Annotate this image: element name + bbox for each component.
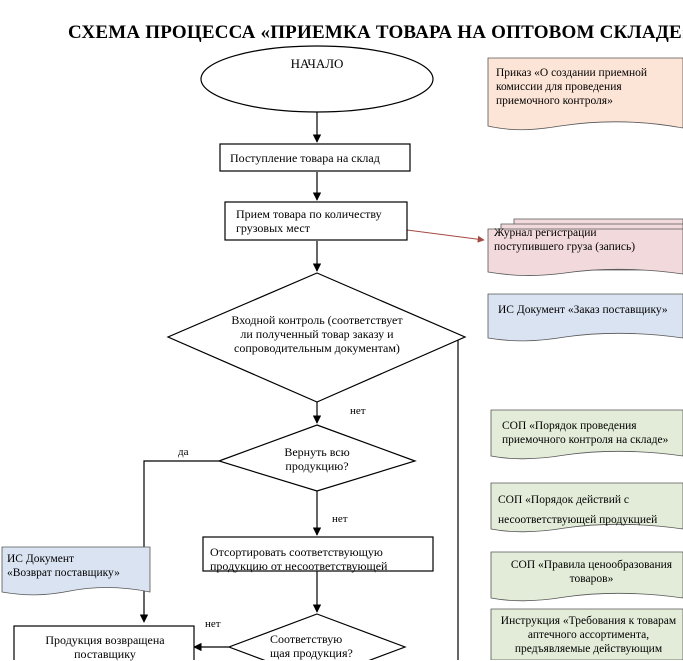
count-step [224,201,408,241]
returned-label-line2: поставщику [74,647,136,661]
doc-sop-pricing-shape [490,551,683,602]
conforming-label-line2: щая продукция? [270,646,353,660]
sort-label-line1: Отсортировать соответствующую [210,545,383,559]
control-label-line3: сопроводительным документам) [234,341,400,355]
doc-sop-pricing-line2: товаров» [569,573,614,585]
return-label-line2: продукцию? [285,459,349,473]
doc-sop-pricing-line1: СОП «Правила ценообразования [510,559,673,571]
receipt-step [219,143,411,172]
doc-sop-control-line2: приемочного контроля на складе» [502,434,669,446]
doc-is-return-text: ИС Документ «Возврат поставщику» [7,552,149,580]
doc-is-order-text: ИС Документ «Заказ поставщику» [498,303,683,317]
conforming-label: Соответствую щая продукция? [270,632,380,660]
conforming-decision [227,613,407,660]
doc-instruction-shape [490,608,683,660]
receipt-label: Поступление товара на склад [230,151,380,165]
returned-label: Продукция возвращена поставщику [20,633,190,661]
doc-is-return-line1: ИС Документ [7,553,75,565]
doc-order-text: Приказ «О создании приемной комиссии для… [496,66,681,108]
return-label-line1: Вернуть всю [284,445,350,459]
doc-order-line3: приемочного контроля» [496,95,613,107]
doc-sop-control-line1: СОП «Порядок проведения [502,420,637,432]
doc-instruction-line3: предъявляемые действующим [514,643,663,655]
doc-sop-nonconf-line2: несоответствующей продукцией [498,514,658,526]
doc-is-order-shape [487,293,683,342]
doc-order-line2: комиссии для проведения [496,81,622,93]
doc-journal-front [487,228,683,276]
diagram-title: СХЕМА ПРОЦЕССА «ПРИЕМКА ТОВАРА НА ОПТОВО… [68,22,683,43]
doc-is-order-line1: ИС Документ «Заказ поставщику» [498,304,668,316]
start-label: НАЧАЛО [290,56,344,71]
control-decision [166,272,467,403]
sort-label-line2: продукцию от несоответствующей [210,559,388,573]
doc-instruction-line2: аптечного ассортимента, [527,629,650,641]
start-node [200,45,434,113]
doc-journal-line2: поступившего груза (запись) [494,241,636,253]
doc-sop-nonconf-line1: СОП «Порядок действий с [498,494,630,506]
doc-instruction-line1: Инструкция «Требования к товарам [500,615,677,627]
return-decision [217,424,417,492]
returned-step [13,625,195,660]
doc-order-shape [487,57,683,131]
control-label-line2: ли полученный товар заказу и [240,327,394,341]
edge-count-journal [406,229,485,243]
return-yes-label: да [178,446,189,458]
doc-journal-text: Журнал регистрации поступившего груза (з… [494,226,683,254]
conforming-no-label: нет [205,618,221,630]
doc-sop-control-shape [490,409,683,460]
count-label-line2: грузовых мест [236,221,310,235]
doc-sop-pricing-text: СОП «Правила ценообразования товаров» [500,558,683,586]
count-label-line1: Прием товара по количеству [236,207,382,221]
doc-sop-nonconf-text: СОП «Порядок действий с несоответствующе… [498,490,683,530]
doc-order-line1: Приказ «О создании приемной [496,67,648,79]
doc-journal-line1: Журнал регистрации [494,227,597,239]
doc-sop-control-text: СОП «Порядок проведения приемочного конт… [502,419,683,447]
doc-instruction-text: Инструкция «Требования к товарам аптечно… [494,614,683,656]
conforming-label-line1: Соответствую [270,632,343,646]
sort-label: Отсортировать соответствующую продукцию … [210,545,432,573]
doc-is-return-line2: «Возврат поставщику» [7,567,120,579]
sort-step [202,536,434,572]
control-no-label: нет [350,405,366,417]
count-label: Прием товара по количеству грузовых мест [236,207,404,235]
returned-label-line1: Продукция возвращена [45,633,165,647]
return-no-label: нет [332,513,348,525]
doc-is-return-shape [1,546,151,596]
return-label: Вернуть всю продукцию? [262,445,372,473]
doc-sop-nonconf-shape [490,482,683,533]
control-label: Входной контроль (соответствует ли получ… [206,313,428,355]
control-label-line1: Входной контроль (соответствует [231,313,403,327]
